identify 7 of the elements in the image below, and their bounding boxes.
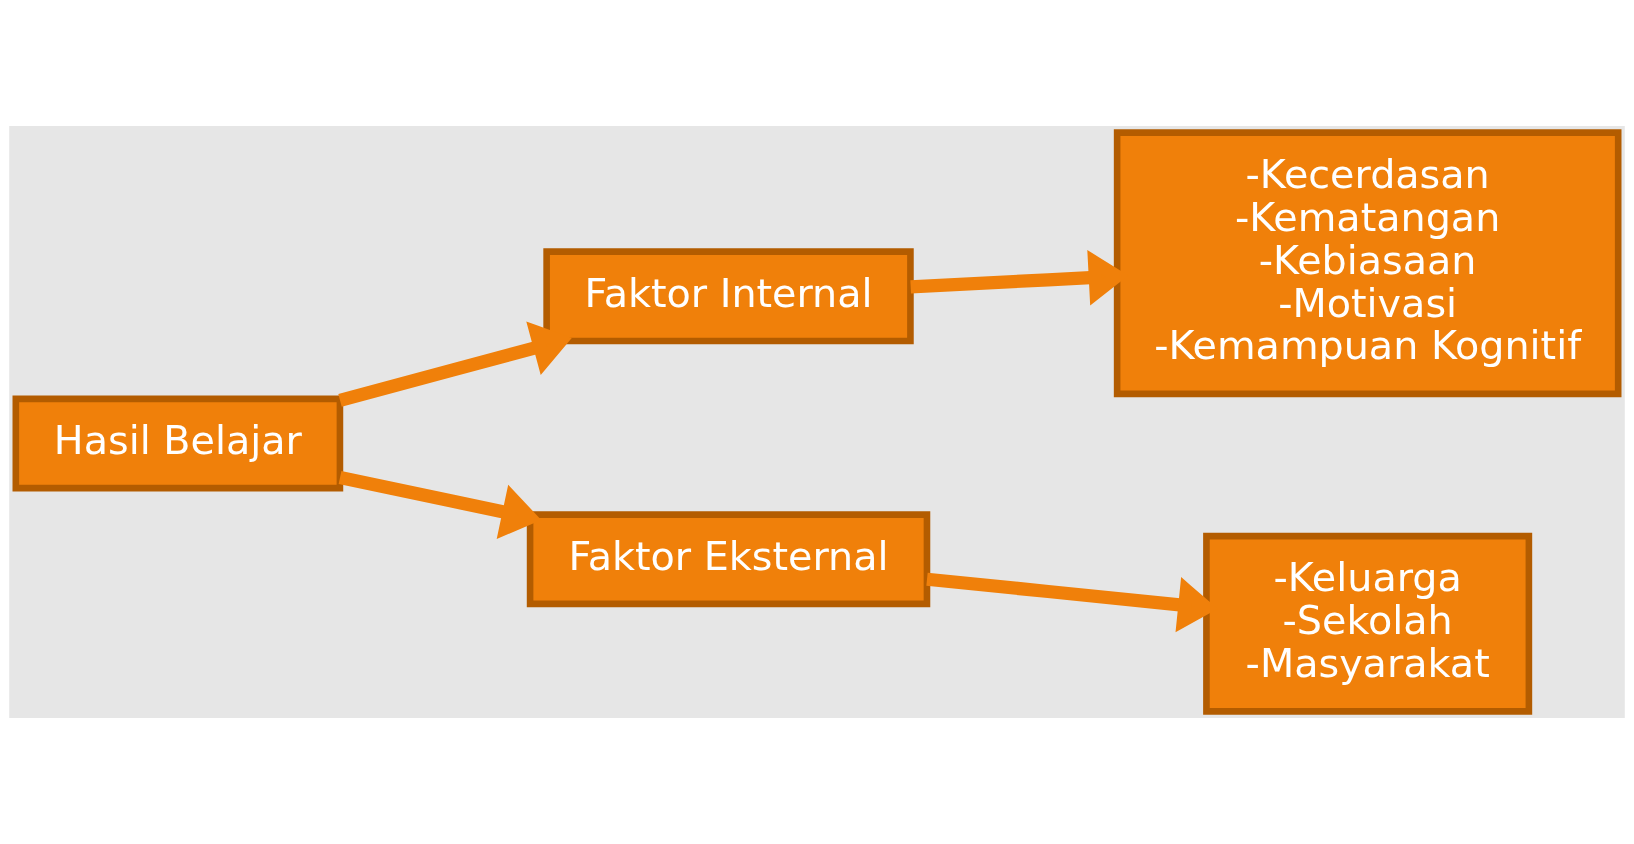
node-box: -Keluarga -Sekolah -Masyarakat bbox=[1203, 532, 1533, 715]
arrow bbox=[338, 470, 542, 539]
node-box: Faktor Eksternal bbox=[526, 511, 931, 608]
arrow bbox=[338, 321, 572, 407]
node-box: Faktor Internal bbox=[543, 248, 914, 345]
node-box: Hasil Belajar bbox=[12, 395, 344, 492]
node-box: -Kecerdasan -Kematangan -Kebiasaan -Motivasi -Kemampuan Kognitif bbox=[1113, 129, 1622, 398]
